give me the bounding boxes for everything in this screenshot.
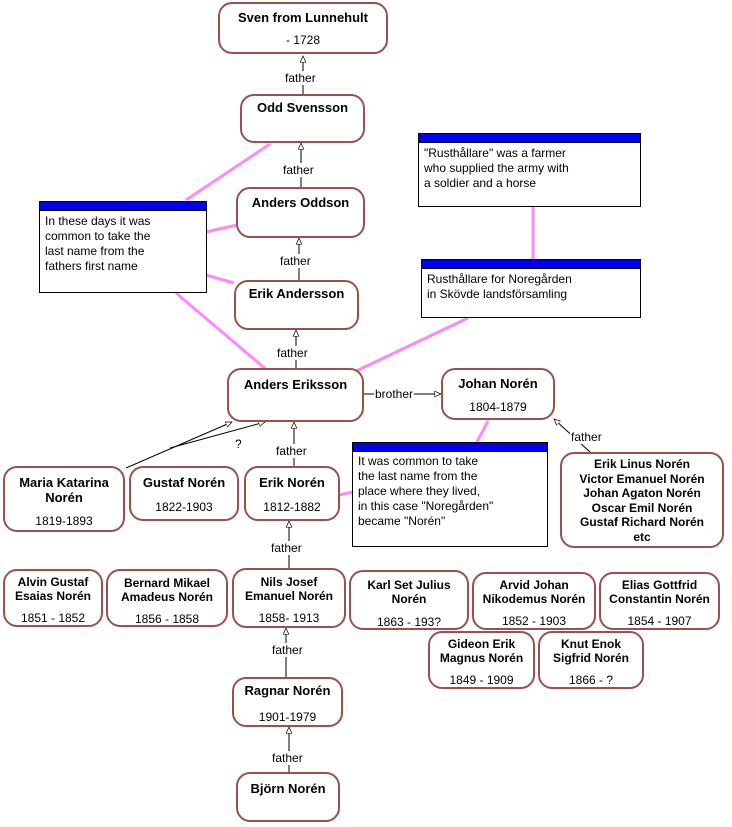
person-name: Anders Eriksson: [243, 377, 348, 392]
person-name: Ragnar Norén: [244, 683, 331, 698]
note-link-placename-johan: [475, 420, 490, 443]
note-header-bar: [40, 202, 206, 211]
note-header-bar: [419, 134, 640, 143]
person-years: 1812-1882: [263, 500, 321, 514]
note-rusthallare-for-noregarden: Rusthållare for Noregården in Skövde lan…: [421, 259, 641, 318]
person-name: Erik Norén: [259, 475, 325, 490]
note-link-lastname-andersoddson: [205, 223, 238, 234]
father-label: father: [279, 254, 312, 268]
person-name: Sven from Lunnehult: [238, 10, 368, 25]
person-name: Karl Set Julius Norén: [367, 578, 451, 606]
person-years: 1866 - ?: [568, 673, 614, 687]
person-years: 1854 - 1907: [627, 614, 692, 628]
person-johan-noren[interactable]: Johan Norén 1804-1879: [441, 368, 555, 420]
note-text: "Rusthållare" was a farmer who supplied …: [424, 146, 569, 190]
father-label: father: [282, 163, 315, 177]
person-years: 1851 - 1852: [20, 611, 86, 625]
note-link-placename-erik: [338, 490, 354, 497]
father-link-gustaf-anders: [169, 422, 265, 449]
note-lastname-from-father: In these days it was common to take the …: [39, 201, 207, 293]
person-name: Gideon Erik Magnus Norén: [439, 637, 524, 665]
person-knut-enok-noren[interactable]: Knut Enok Sigfrid Norén 1866 - ?: [538, 631, 644, 689]
person-maria-katarina-noren[interactable]: Maria Katarina Norén 1819-1893: [3, 466, 125, 532]
person-years: 1822-1903: [155, 500, 213, 514]
person-years: 1849 - 1909: [449, 673, 514, 687]
person-name: Maria Katarina Norén: [19, 475, 109, 505]
person-years: - 1728: [285, 33, 321, 47]
father-label: father: [276, 346, 309, 360]
person-ragnar-noren[interactable]: Ragnar Norén 1901-1979: [232, 677, 343, 727]
note-text: It was common to take the last name from…: [358, 454, 494, 528]
person-name: Odd Svensson: [256, 100, 349, 115]
father-label: father: [275, 444, 308, 458]
note-link-lastname-anderseriksson: [175, 291, 269, 373]
person-alvin-gustaf-noren[interactable]: Alvin Gustaf Esaias Norén 1851 - 1852: [3, 569, 103, 627]
person-name: Knut Enok Sigfrid Norén: [552, 637, 629, 665]
person-bjorn-noren[interactable]: Björn Norén: [236, 772, 340, 822]
person-name: Bernard Mikael Amadeus Norén: [120, 576, 214, 604]
person-elias-gottfrid-noren[interactable]: Elias Gottfrid Constantin Norén 1854 - 1…: [599, 572, 720, 630]
person-name: Nils Josef Emanuel Norén: [244, 575, 334, 603]
father-label: father: [271, 751, 304, 765]
person-erik-noren[interactable]: Erik Norén 1812-1882: [244, 466, 340, 521]
person-years: 1856 - 1858: [134, 612, 200, 626]
person-bernard-mikael-noren[interactable]: Bernard Mikael Amadeus Norén 1856 - 1858: [106, 569, 228, 627]
person-years: 1852 - 1903: [501, 614, 567, 628]
father-link-maria-anders: [125, 421, 232, 469]
note-header-bar: [353, 443, 547, 452]
note-links: [175, 142, 535, 497]
person-erik-andersson[interactable]: Erik Andersson: [234, 280, 359, 330]
person-johan-children[interactable]: Erik Linus Norén Victor Emanuel Norén Jo…: [560, 452, 724, 548]
person-name: Alvin Gustaf Esaias Norén: [14, 575, 92, 603]
person-years: 1858- 1913: [258, 611, 320, 625]
person-years: 1901-1979: [258, 710, 317, 724]
person-sven-from-lunnehult[interactable]: Sven from Lunnehult - 1728: [218, 2, 388, 54]
person-years: 1819-1893: [35, 514, 93, 528]
person-name: Anders Oddson: [251, 195, 350, 210]
father-label: father: [284, 71, 317, 85]
unknown-label: ?: [234, 437, 243, 451]
note-lastname-from-place: It was common to take the last name from…: [352, 442, 548, 547]
person-name: Erik Linus Norén Victor Emanuel Norén Jo…: [579, 457, 705, 544]
note-header-bar: [422, 260, 640, 269]
note-link-lastname-odd: [185, 142, 271, 202]
person-odd-svensson[interactable]: Odd Svensson: [240, 94, 365, 143]
note-link-lastname-erik: [205, 273, 235, 285]
person-name: Elias Gottfrid Constantin Norén: [609, 578, 710, 606]
person-years: 1863 - 193?: [376, 615, 442, 629]
person-name: Johan Norén: [458, 376, 538, 391]
father-label: father: [271, 643, 304, 657]
person-name: Erik Andersson: [248, 286, 345, 301]
person-nils-josef-noren[interactable]: Nils Josef Emanuel Norén 1858- 1913: [232, 568, 346, 628]
note-link-rusthallare-for: [353, 316, 469, 374]
person-years: 1804-1879: [469, 400, 527, 414]
person-anders-eriksson[interactable]: Anders Eriksson: [227, 368, 364, 422]
person-karl-set-julius-noren[interactable]: Karl Set Julius Norén 1863 - 193?: [349, 570, 469, 630]
brother-label: brother: [374, 387, 415, 401]
note-rusthallare-definition: "Rusthållare" was a farmer who supplied …: [418, 133, 641, 207]
person-name: Arvid Johan Nikodemus Norén: [482, 578, 586, 606]
person-anders-oddson[interactable]: Anders Oddson: [236, 187, 365, 238]
person-name: Björn Norén: [250, 781, 326, 796]
person-arvid-johan-noren[interactable]: Arvid Johan Nikodemus Norén 1852 - 1903: [472, 572, 596, 630]
father-label: father: [570, 430, 603, 444]
person-gideon-erik-noren[interactable]: Gideon Erik Magnus Norén 1849 - 1909: [428, 631, 535, 689]
person-name: Gustaf Norén: [142, 475, 226, 490]
note-text: In these days it was common to take the …: [45, 214, 151, 273]
person-gustaf-noren[interactable]: Gustaf Norén 1822-1903: [129, 466, 239, 521]
father-label: father: [270, 541, 303, 555]
note-text: Rusthållare for Noregården in Skövde lan…: [427, 272, 572, 301]
